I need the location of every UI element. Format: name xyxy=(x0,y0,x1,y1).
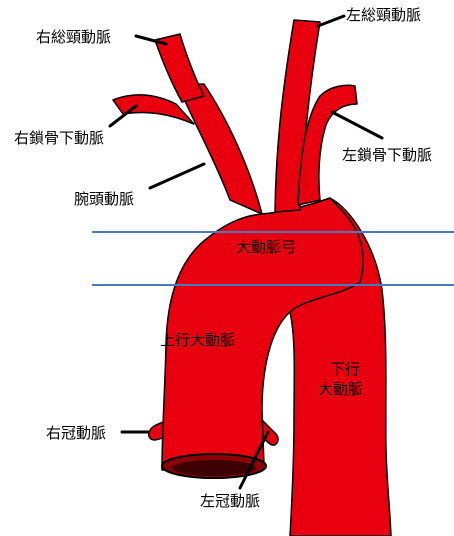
label-aortic-arch: 大動脈弓 xyxy=(236,238,296,256)
label-descending-aorta-line1: 下行 xyxy=(330,360,360,378)
label-right-common-carotid: 右総頸動脈 xyxy=(36,28,111,46)
brachiocephalic-trunk xyxy=(178,84,262,214)
leader-brachiocephalic xyxy=(150,164,204,188)
label-right-subclavian: 右鎖骨下動脈 xyxy=(14,129,104,147)
label-right-coronary: 右冠動脈 xyxy=(46,424,106,442)
vessel-group xyxy=(113,20,391,536)
label-left-coronary: 左冠動脈 xyxy=(200,492,260,510)
label-brachiocephalic: 腕頭動脈 xyxy=(74,190,134,208)
label-left-common-carotid: 左総頸動脈 xyxy=(346,6,421,24)
aortic-root-inner xyxy=(172,460,256,476)
label-left-subclavian: 左鎖骨下動脈 xyxy=(342,146,432,164)
label-ascending-aorta: 上行大動脈 xyxy=(160,331,235,349)
leader-left-common-carotid xyxy=(318,16,344,26)
label-descending-aorta-line2: 大動脈 xyxy=(318,380,363,398)
leader-left-subclavian xyxy=(332,112,382,138)
